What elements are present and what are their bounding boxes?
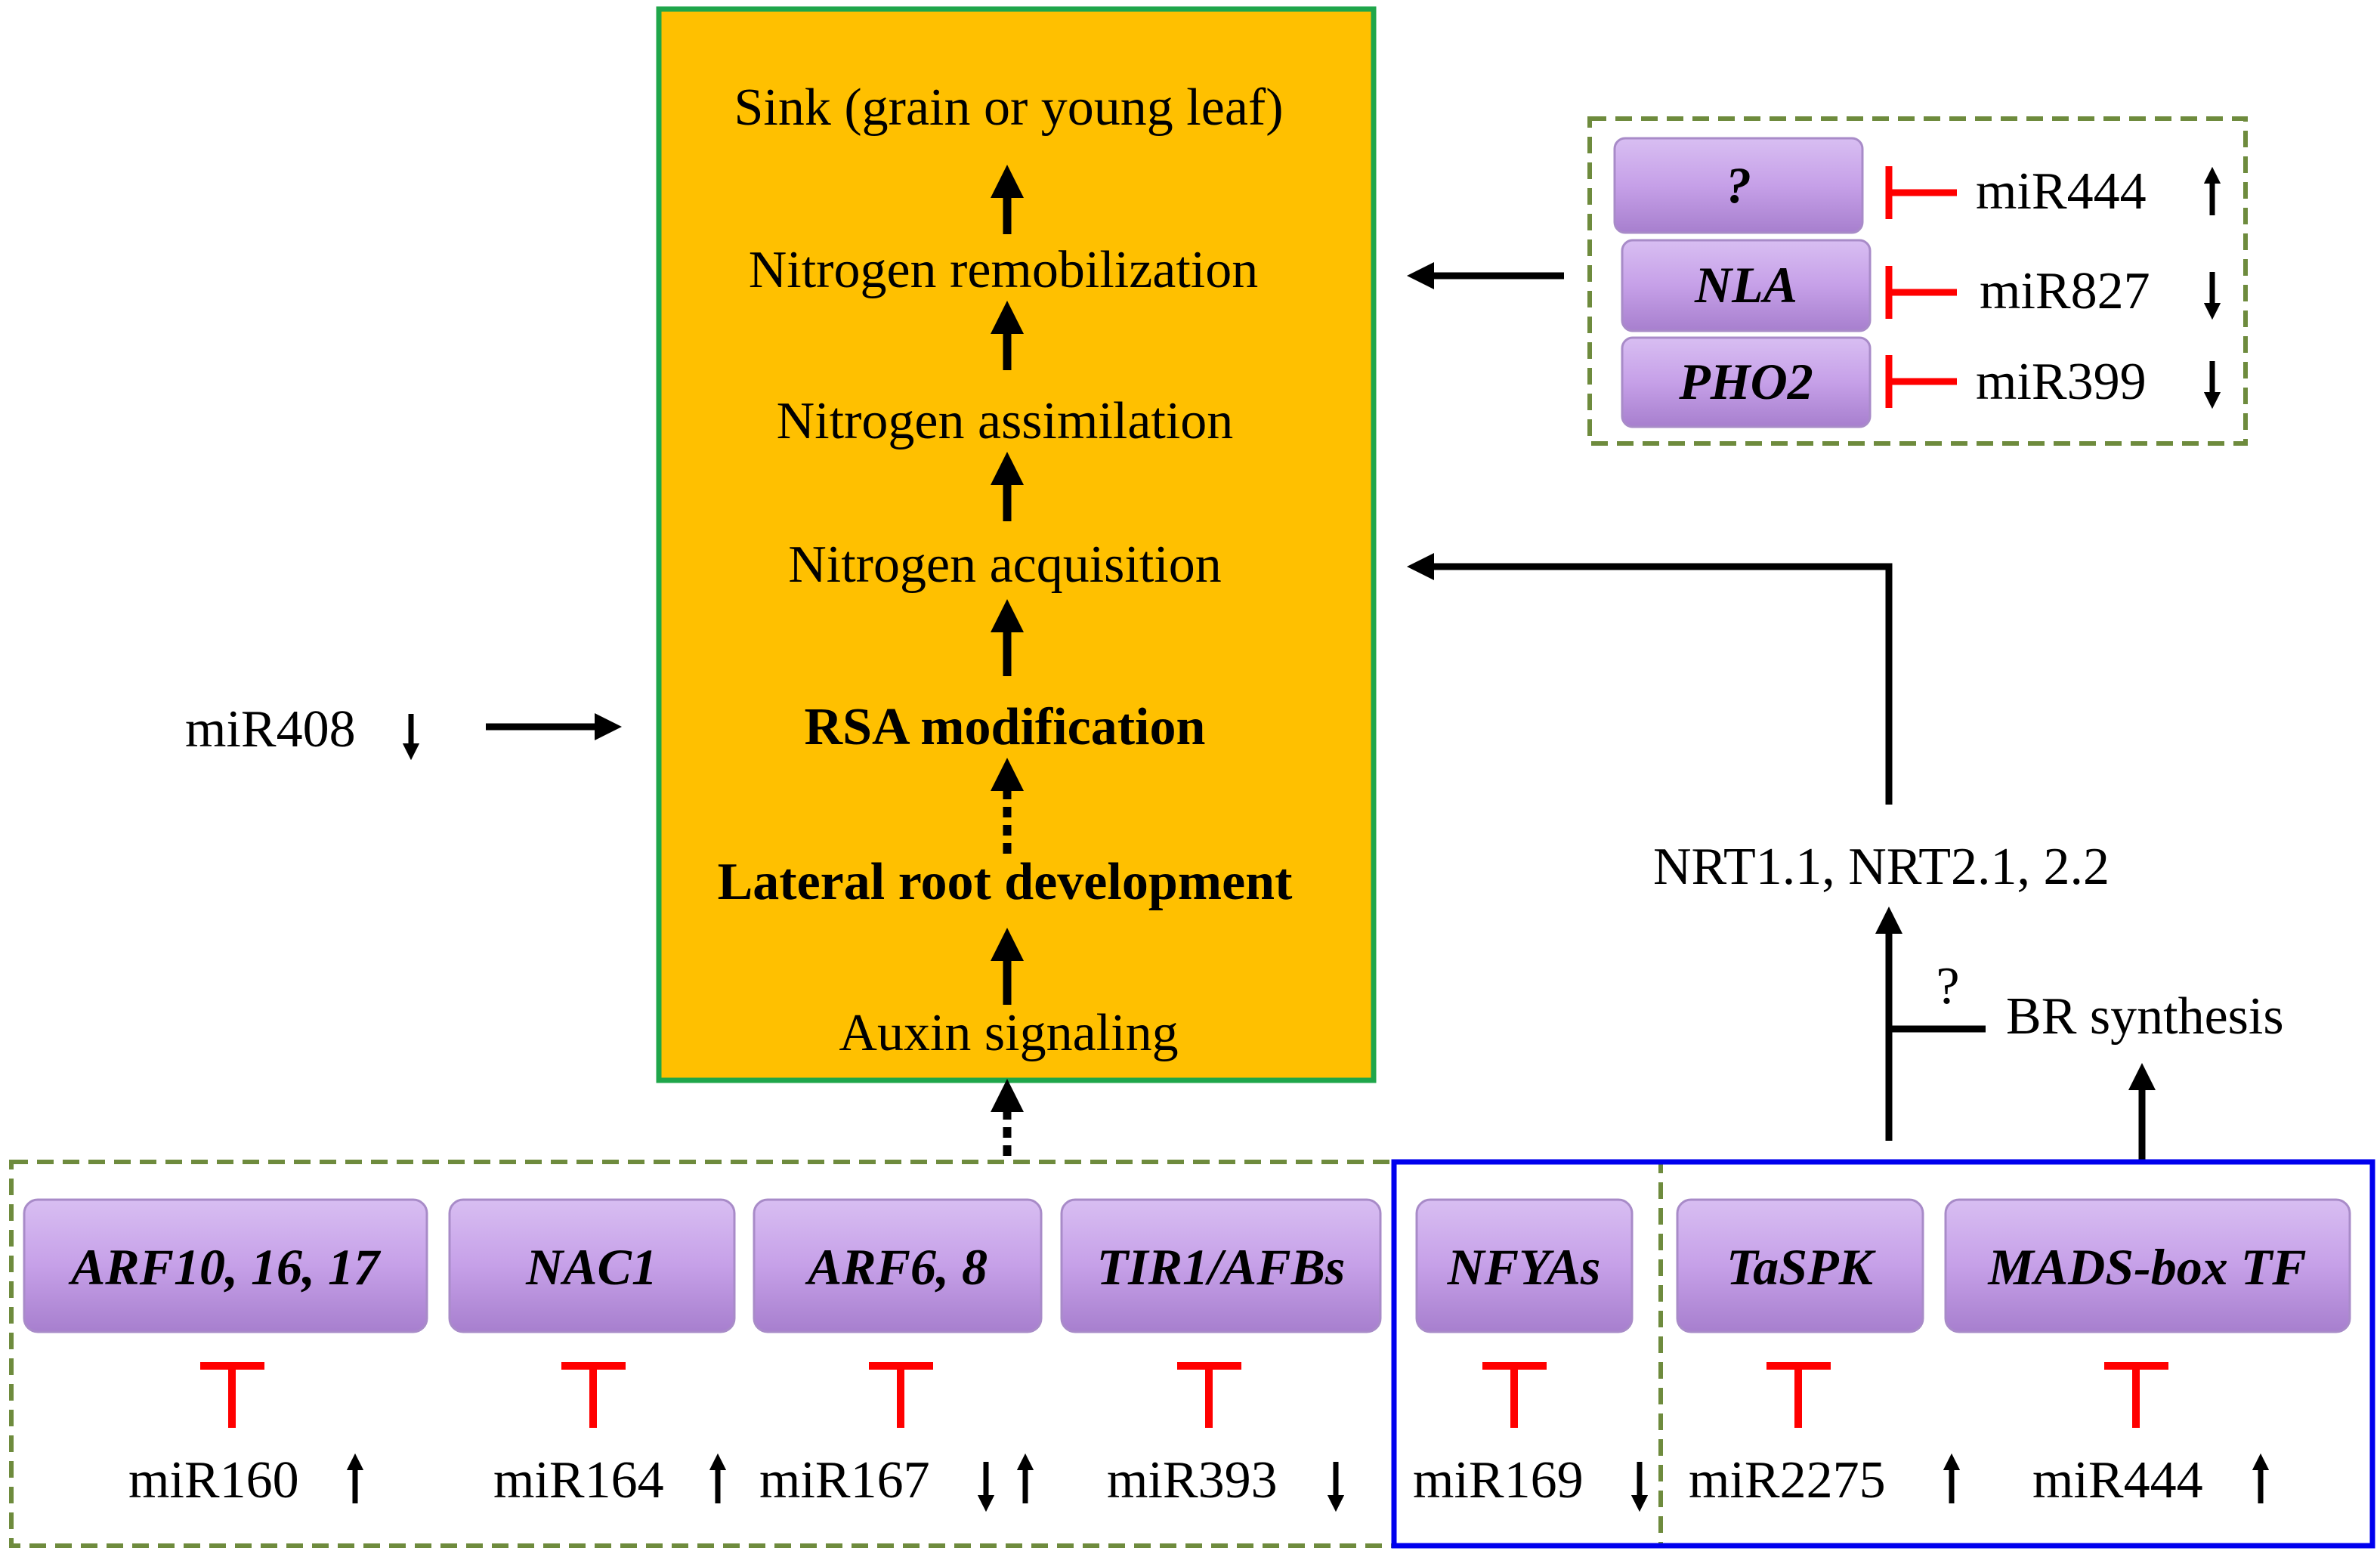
mirna-label: miR827 [1980, 262, 2150, 320]
gene-label: PHO2 [1678, 353, 1813, 410]
mirna-label: miR399 [1976, 353, 2147, 411]
bottom-gene-2: NAC1 miR164 [448, 1198, 736, 1509]
mirna-label: miR164 [493, 1451, 664, 1509]
inhibition-t-icon [1482, 1362, 1547, 1428]
gene-box [1060, 1198, 1382, 1333]
transporters-to-acquisition-arrow [1407, 553, 1893, 805]
top-right-item-2: NLA miR827 [1621, 239, 2221, 332]
bottom-gene-5: NFYAs miR169 [1413, 1198, 1649, 1512]
step-nitrogen-remobilization: Nitrogen remobilization [749, 241, 1259, 299]
gene-label: NAC1 [525, 1238, 657, 1296]
bottom-gene-3: ARF6, 8 miR167 [753, 1198, 1043, 1512]
top-right-item-1: ? miR444 [1613, 137, 2221, 234]
gene-label: TIR1/AFBs [1097, 1238, 1346, 1296]
gene-label: ARF10, 16, 17 [68, 1238, 382, 1296]
gene-label: NLA [1694, 256, 1797, 314]
gene-label: TaSPK [1726, 1238, 1877, 1296]
gene-box [1613, 137, 1864, 234]
transporters-label: NRT1.1, NRT2.1, 2.2 [1653, 838, 2110, 896]
br-question-mark: ? [1936, 957, 1959, 1015]
bottom-dashed-group [9, 1160, 1663, 1548]
top-right-group [1587, 116, 2248, 446]
inhibition-t-icon [1177, 1362, 1241, 1428]
gene-box [1621, 239, 1872, 332]
gene-label: ? [1726, 156, 1751, 214]
gene-label: ARF6, 8 [805, 1238, 988, 1296]
inhibition-t-icon [561, 1362, 626, 1428]
mirna-label: miR2275 [1689, 1451, 1886, 1509]
step-lateral-root-development: Lateral root development [718, 853, 1293, 911]
inhibition-t-icon [2104, 1362, 2168, 1428]
gene-box [1621, 336, 1872, 428]
gene-box [1676, 1198, 1924, 1333]
br-synthesis-label: BR synthesis [2006, 987, 2284, 1046]
mirna-label: miR444 [1976, 162, 2147, 221]
inhibition-t-icon [200, 1362, 264, 1428]
step-nitrogen-assimilation: Nitrogen assimilation [777, 392, 1234, 450]
mirna-label: miR444 [2032, 1451, 2203, 1509]
mirna-label: miR393 [1107, 1451, 1278, 1509]
bottom-gene-4: TIR1/AFBs miR393 [1060, 1198, 1382, 1512]
mirna-label: miR167 [759, 1451, 930, 1509]
step-rsa-modification: RSA modification [805, 698, 1206, 756]
mirna-label: miR169 [1413, 1451, 1584, 1509]
bottom-gene-1: ARF10, 16, 17 miR160 [23, 1198, 428, 1509]
inhibition-t-icon [869, 1362, 933, 1428]
pathway-steps: Sink (grain or young leaf) Nitrogen remo… [718, 79, 1293, 1062]
gene-label: NFYAs [1447, 1238, 1601, 1296]
step-nitrogen-acquisition: Nitrogen acquisition [788, 536, 1222, 594]
bottom-gene-7: MADS-box TF miR444 [1944, 1198, 2351, 1509]
bottom-gene-6: TaSPK miR2275 [1676, 1198, 1961, 1509]
inhibition-t-icon [1766, 1362, 1831, 1428]
gene-box [753, 1198, 1043, 1333]
inhibition-bar-icon [1885, 266, 1957, 319]
gene-box [23, 1198, 428, 1333]
inhibition-bar-icon [1885, 166, 1957, 219]
gene-box [448, 1198, 736, 1333]
gene-label: MADS-box TF [1987, 1238, 2306, 1296]
gene-box [1944, 1198, 2351, 1333]
step-sink: Sink (grain or young leaf) [734, 79, 1283, 137]
gene-box [1415, 1198, 1634, 1333]
top-right-item-3: PHO2 miR399 [1621, 336, 2221, 428]
mirna-label: miR160 [128, 1451, 299, 1509]
bottom-blue-group [1391, 1159, 2375, 1549]
step-auxin-signaling: Auxin signaling [839, 1004, 1178, 1062]
inhibition-bar-icon [1885, 355, 1957, 408]
mirna-408-label: miR408 [185, 700, 356, 758]
